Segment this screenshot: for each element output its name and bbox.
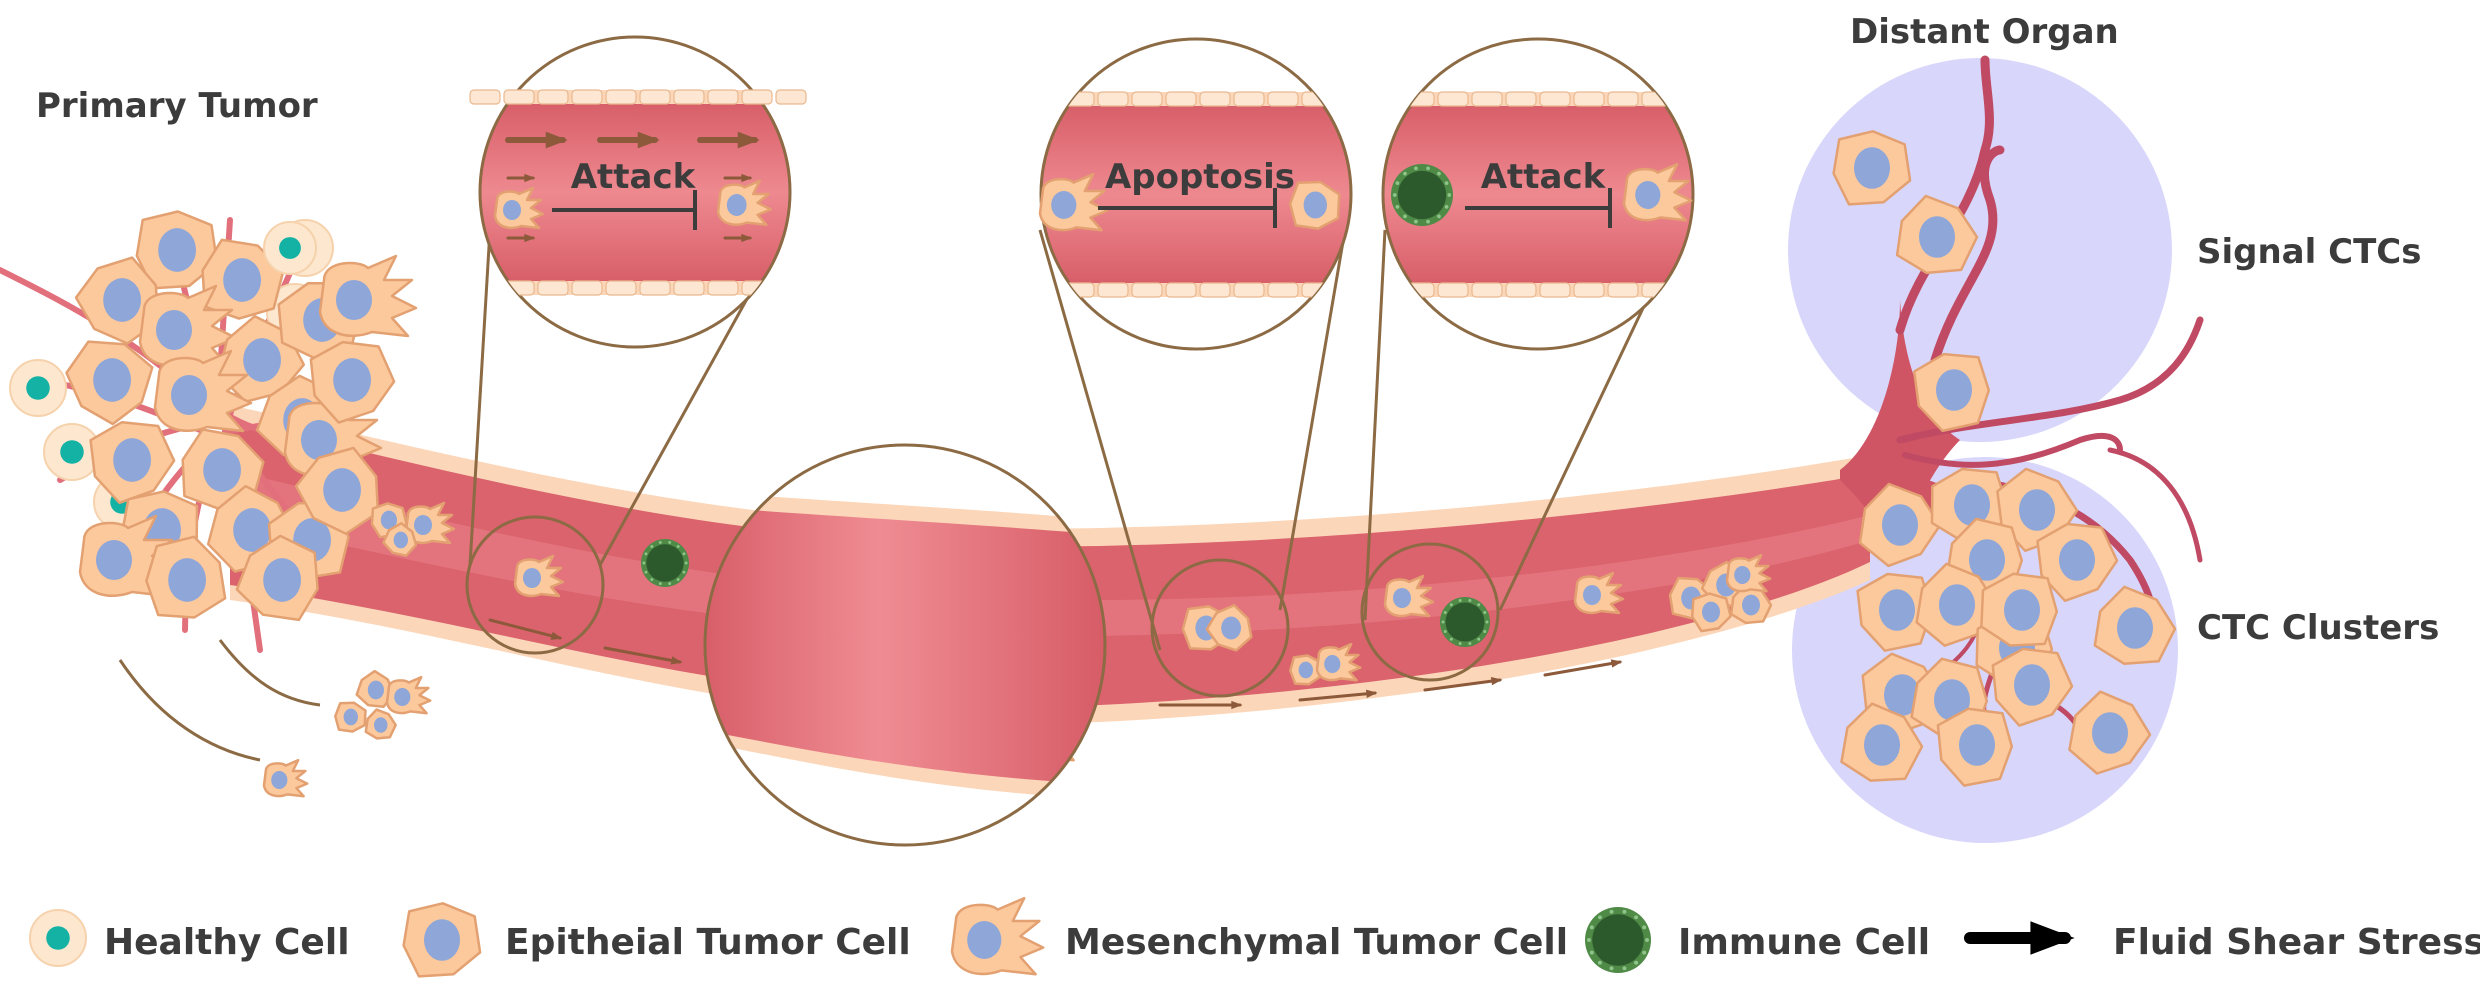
epithelial-tumor-cell (74, 256, 160, 345)
inset-apoptosis-label: Apoptosis (1105, 157, 1295, 197)
epithelial-tumor-cell (334, 701, 367, 733)
epithelial-tumor-cell (2036, 522, 2119, 603)
distant-organ-label: Distant Organ (1850, 12, 2119, 52)
mesenchymal-tumor-cell (1725, 553, 1772, 593)
shear-arrow (505, 131, 568, 149)
epithelial-tumor-cell (309, 340, 396, 424)
mesenchymal-tumor-cell (262, 758, 309, 798)
mesenchymal-tumor-cell (385, 675, 432, 715)
epithelial-tumor-cell (1840, 702, 1924, 782)
immune-cell (1391, 164, 1453, 226)
healthy-cell (29, 909, 87, 967)
primary-tumor-label: Primary Tumor (36, 86, 318, 126)
mesenchymal-tumor-cell (1038, 172, 1109, 232)
epithelial-tumor-cell (65, 340, 154, 426)
inset-attack-2-label: Attack (1481, 157, 1607, 197)
mesenchymal-tumor-cell (493, 186, 545, 230)
ctc-clusters-label: CTC Clusters (2197, 608, 2440, 648)
inset-attack-1-label: Attack (571, 157, 697, 197)
healthy-cell (263, 221, 317, 275)
epithelial-tumor-cell (89, 420, 176, 505)
epithelial-tumor-cell (1288, 180, 1341, 230)
legend-epithelial-label: Epitheial Tumor Cell (505, 922, 911, 963)
epithelial-tumor-cell (364, 708, 397, 740)
healthy-cell (9, 359, 67, 417)
mesenchymal-tumor-cell (950, 896, 1045, 976)
large-zoom-inset (703, 443, 1107, 847)
epithelial-tumor-cell (1936, 707, 2014, 787)
legend-immune-label: Immune Cell (1678, 922, 1931, 963)
shear-arrow (1298, 689, 1378, 702)
mesenchymal-tumor-cell (1622, 162, 1693, 222)
epithelial-tumor-cell (1856, 572, 1934, 652)
shear-arrow (1964, 921, 2075, 955)
shear-arrow (597, 131, 660, 149)
shear-arrow (506, 233, 536, 243)
shear-arrow (723, 233, 753, 243)
epithelial-tumor-cell (1895, 194, 1979, 275)
mesenchymal-tumor-cell (153, 349, 253, 433)
mesenchymal-tumor-cell (1315, 642, 1362, 682)
legend-shear-label: Fluid Shear Stress (2113, 922, 2480, 963)
shear-arrow (723, 173, 753, 183)
epithelial-tumor-cell (1991, 647, 2074, 727)
mesenchymal-tumor-cell (716, 179, 773, 227)
epithelial-tumor-cell (1289, 654, 1322, 686)
immune-cell (641, 539, 689, 587)
epithelial-tumor-cell (2068, 690, 2152, 775)
shear-arrow (603, 646, 683, 665)
epithelial-tumor-cell (1729, 583, 1773, 625)
legend-mesenchymal-label: Mesenchymal Tumor Cell (1065, 922, 1569, 963)
epithelial-tumor-cell (145, 535, 227, 619)
epithelial-tumor-cell (1980, 572, 2059, 647)
shear-arrows (488, 618, 1623, 710)
epithelial-tumor-cell (1205, 604, 1253, 652)
legend-healthy-cell-label: Healthy Cell (104, 922, 350, 963)
shear-arrow (506, 173, 536, 183)
shear-arrow (697, 131, 760, 149)
blood-vessel (230, 300, 1990, 724)
legend (29, 896, 2075, 978)
epithelial-tumor-cell (235, 534, 319, 622)
detachment-arcs (118, 639, 321, 762)
immune-cell (1585, 907, 1651, 973)
shear-arrow (488, 618, 563, 640)
mesenchymal-tumor-cell (1383, 574, 1435, 618)
mesenchymal-tumor-cell (318, 254, 418, 338)
epithelial-tumor-cell (1690, 592, 1732, 633)
signal-ctcs-label: Signal CTCs (2197, 232, 2422, 272)
epithelial-tumor-cell (294, 446, 380, 535)
epithelial-tumor-cell (1858, 482, 1942, 568)
inhibition-arrows (552, 188, 1612, 230)
epithelial-tumor-cell (1832, 130, 1912, 206)
shear-arrow (1158, 700, 1243, 710)
shear-arrow (1543, 659, 1623, 677)
mesenchymal-tumor-cell (138, 284, 238, 368)
epithelial-tumor-cell (382, 522, 418, 557)
epithelial-tumor-cell (135, 210, 219, 290)
shear-arrow (1423, 677, 1503, 692)
mesenchymal-tumor-cell (513, 554, 565, 598)
immune-cell (1440, 597, 1490, 647)
epithelial-tumor-cell (402, 902, 482, 978)
epithelial-tumor-cell (1915, 562, 1999, 647)
mesenchymal-tumor-cell (1573, 571, 1625, 615)
epithelial-tumor-cell (1912, 352, 1991, 433)
epithelial-tumor-cell (2093, 585, 2177, 665)
